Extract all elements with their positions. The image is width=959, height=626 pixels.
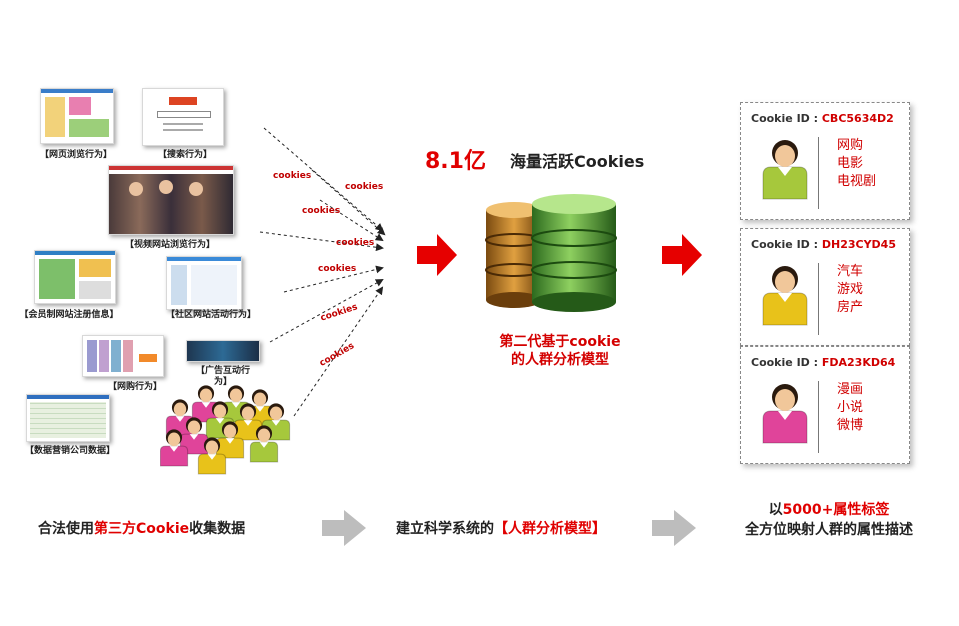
cookie-card-1: Cookie ID : CBC5634D2 网购 电影 电视剧	[740, 102, 910, 220]
divider	[818, 263, 819, 335]
cookie-card-2: Cookie ID : DH23CYD45 汽车 游戏 房产	[740, 228, 910, 346]
attribute-tags: 网购 电影 电视剧	[837, 138, 877, 189]
model-title-line2: 的人群分析模型	[511, 352, 609, 368]
thumb-shopping	[82, 335, 164, 377]
active-cookies-number: 8.1亿	[425, 149, 486, 174]
cookie-id: Cookie ID : FDA23KD64	[751, 356, 896, 369]
thumb-community-site	[166, 256, 242, 310]
crowd-people-icon	[160, 385, 291, 475]
caption-collect: 合法使用第三方Cookie收集数据	[38, 521, 246, 537]
label-ad-interaction: 【广告互动行为】	[195, 366, 250, 387]
gray-arrow-icon	[322, 510, 366, 546]
label-search: 【搜索行为】	[158, 150, 213, 160]
divider	[818, 137, 819, 209]
divider	[818, 381, 819, 453]
caption-attributes: 以5000+属性标签 全方位映射人群的属性描述	[745, 502, 913, 538]
red-arrow-right-icon	[662, 234, 702, 276]
label-web-browsing: 【网页浏览行为】	[39, 150, 112, 160]
cookies-label-3: cookies	[302, 206, 341, 216]
cookie-card-3: Cookie ID : FDA23KD64 漫画 小说 微博	[740, 346, 910, 464]
gray-arrow-icon-2	[652, 510, 696, 546]
cookie-id: Cookie ID : CBC5634D2	[751, 112, 894, 125]
attribute-tags: 漫画 小说 微博	[837, 382, 864, 433]
label-video-site: 【视频网站浏览行为】	[124, 240, 215, 250]
cookies-label-4: cookies	[336, 238, 375, 248]
label-community-site: 【社区网站活动行为】	[166, 310, 257, 320]
thumb-video-site	[108, 165, 234, 235]
thumb-data-marketing	[26, 394, 110, 442]
thumb-member-site	[34, 250, 116, 304]
cookies-label-5: cookies	[318, 264, 357, 274]
database-icon	[485, 194, 617, 312]
model-title-line1: 第二代基于cookie	[499, 334, 621, 350]
red-arrow-left-icon	[417, 234, 457, 276]
attribute-tags: 汽车 游戏 房产	[837, 264, 864, 315]
thumb-web-browsing	[40, 88, 114, 144]
caption-model: 建立科学系统的【人群分析模型】	[396, 521, 606, 537]
label-member-site: 【会员制网站注册信息】	[19, 310, 119, 320]
person-avatar-icon	[762, 140, 808, 200]
thumb-search	[142, 88, 224, 146]
cookie-id: Cookie ID : DH23CYD45	[751, 238, 896, 251]
active-cookies-text: 海量活跃Cookies	[510, 152, 645, 171]
thumb-ad-interaction	[186, 340, 260, 362]
label-data-marketing: 【数据营销公司数据】	[24, 446, 115, 456]
person-avatar-icon	[762, 266, 808, 326]
person-avatar-icon	[762, 384, 808, 444]
label-shopping: 【网购行为】	[107, 382, 162, 392]
dashed-arrows	[259, 127, 386, 417]
cookies-label-1: cookies	[273, 171, 312, 181]
model-title: 第二代基于cookie 的人群分析模型	[485, 333, 635, 369]
cookies-label-2: cookies	[345, 182, 384, 192]
